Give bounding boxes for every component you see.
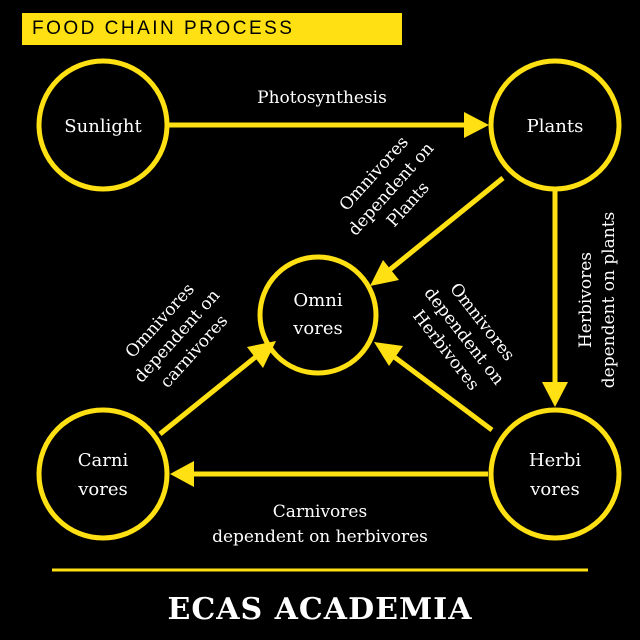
label-plants-herbivores-2: dependent on plants [599,212,619,389]
arrow-plants-to-omnivores [370,176,505,286]
label-plants-omnivores: Omnivores dependent on Plants [336,133,439,240]
node-herbivores-label-1: Herbi [529,450,581,471]
node-omnivores-label-1: Omni [293,290,342,311]
page-title: FOOD CHAIN PROCESS [32,18,295,39]
label-herbivores-carnivores-1: Carnivores [273,502,367,522]
node-herbivores: Herbi vores [488,407,622,541]
node-carnivores-label-2: vores [77,479,128,500]
label-plants-herbivores: Herbivores dependent on plants [576,212,619,389]
node-plants-label: Plants [527,116,584,137]
arrow-herbivores-to-omnivores [374,342,494,433]
arrow-plants-to-herbivores [542,190,568,407]
label-photosynthesis: Photosynthesis [257,88,387,108]
node-carnivores-label-1: Carni [78,450,129,471]
label-herbivores-carnivores-2: dependent on herbivores [212,527,428,547]
label-herbivores-omnivores: Omnivores dependent on Herbivores [408,279,518,394]
node-sunlight-label: Sunlight [64,116,142,137]
arrow-herbivores-to-carnivores [170,461,488,487]
arrow-carnivores-to-omnivores [158,341,276,436]
arrow-sunlight-to-plants [168,112,489,138]
node-plants: Plants [488,58,622,192]
node-omnivores-label-2: vores [292,318,343,339]
title-banner: FOOD CHAIN PROCESS [22,13,402,45]
label-plants-herbivores-1: Herbivores [576,252,596,348]
node-herbivores-label-2: vores [529,479,580,500]
footer-brand: ECAS ACADEMIA [167,592,473,627]
node-sunlight: Sunlight [36,58,170,192]
node-omnivores: Omni vores [257,254,379,376]
node-carnivores: Carni vores [36,407,170,541]
